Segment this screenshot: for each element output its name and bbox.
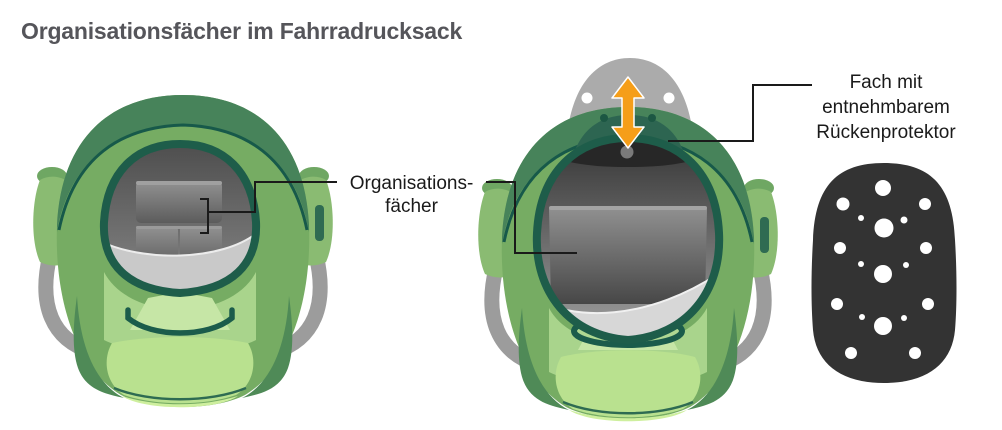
protector-label-line1: Fach mit bbox=[849, 72, 923, 93]
left-backpack-handle bbox=[125, 307, 235, 336]
pull-out-arrow-icon bbox=[611, 76, 645, 149]
organizer-label: Organisations- fächer bbox=[334, 172, 489, 218]
main-organizer-pocket bbox=[549, 206, 707, 304]
dome-hole bbox=[581, 92, 593, 104]
organizer-callout-left bbox=[208, 181, 337, 213]
slot-knob bbox=[620, 145, 634, 159]
left-flap-shadow bbox=[518, 308, 569, 410]
organizer-callout-right bbox=[486, 181, 577, 254]
rim-dot bbox=[600, 114, 608, 122]
page-title: Organisationsfächer im Fahrradrucksack bbox=[21, 18, 463, 44]
protector-label: Fach mit entnehmbarem Rückenprotektor bbox=[800, 70, 972, 145]
compartment-rim bbox=[99, 139, 261, 298]
left-flap-shadow bbox=[73, 296, 124, 398]
organizer-pockets bbox=[136, 181, 222, 268]
panel-highlight bbox=[130, 292, 230, 330]
left-backpack-cap bbox=[57, 95, 309, 232]
left-backpack bbox=[33, 95, 333, 408]
protector-label-line2: entnehmbarem bbox=[822, 97, 950, 118]
left-backpack-compartment bbox=[103, 144, 257, 293]
dome-hole bbox=[663, 92, 675, 104]
compartment-rim bbox=[532, 133, 724, 345]
protector-pad-holes bbox=[831, 180, 934, 359]
dome-shadow bbox=[570, 115, 688, 168]
right-backpack-bottom bbox=[555, 350, 701, 422]
right-backpack bbox=[478, 58, 778, 422]
protector-callout bbox=[668, 84, 812, 142]
organizer-bracket bbox=[200, 198, 209, 234]
callout-lines bbox=[200, 84, 812, 254]
organizer-label-line1: Organisations- bbox=[349, 173, 474, 194]
protector-label-line3: Rückenprotektor bbox=[816, 122, 956, 143]
rim-dot bbox=[648, 114, 656, 122]
right-flap-shadow bbox=[687, 308, 738, 410]
left-backpack-bottom bbox=[106, 337, 254, 408]
right-flap-shadow bbox=[242, 296, 293, 398]
organizer-label-line2: fächer bbox=[385, 196, 438, 217]
back-protector-pad bbox=[811, 163, 957, 383]
cap-seam bbox=[57, 123, 309, 231]
